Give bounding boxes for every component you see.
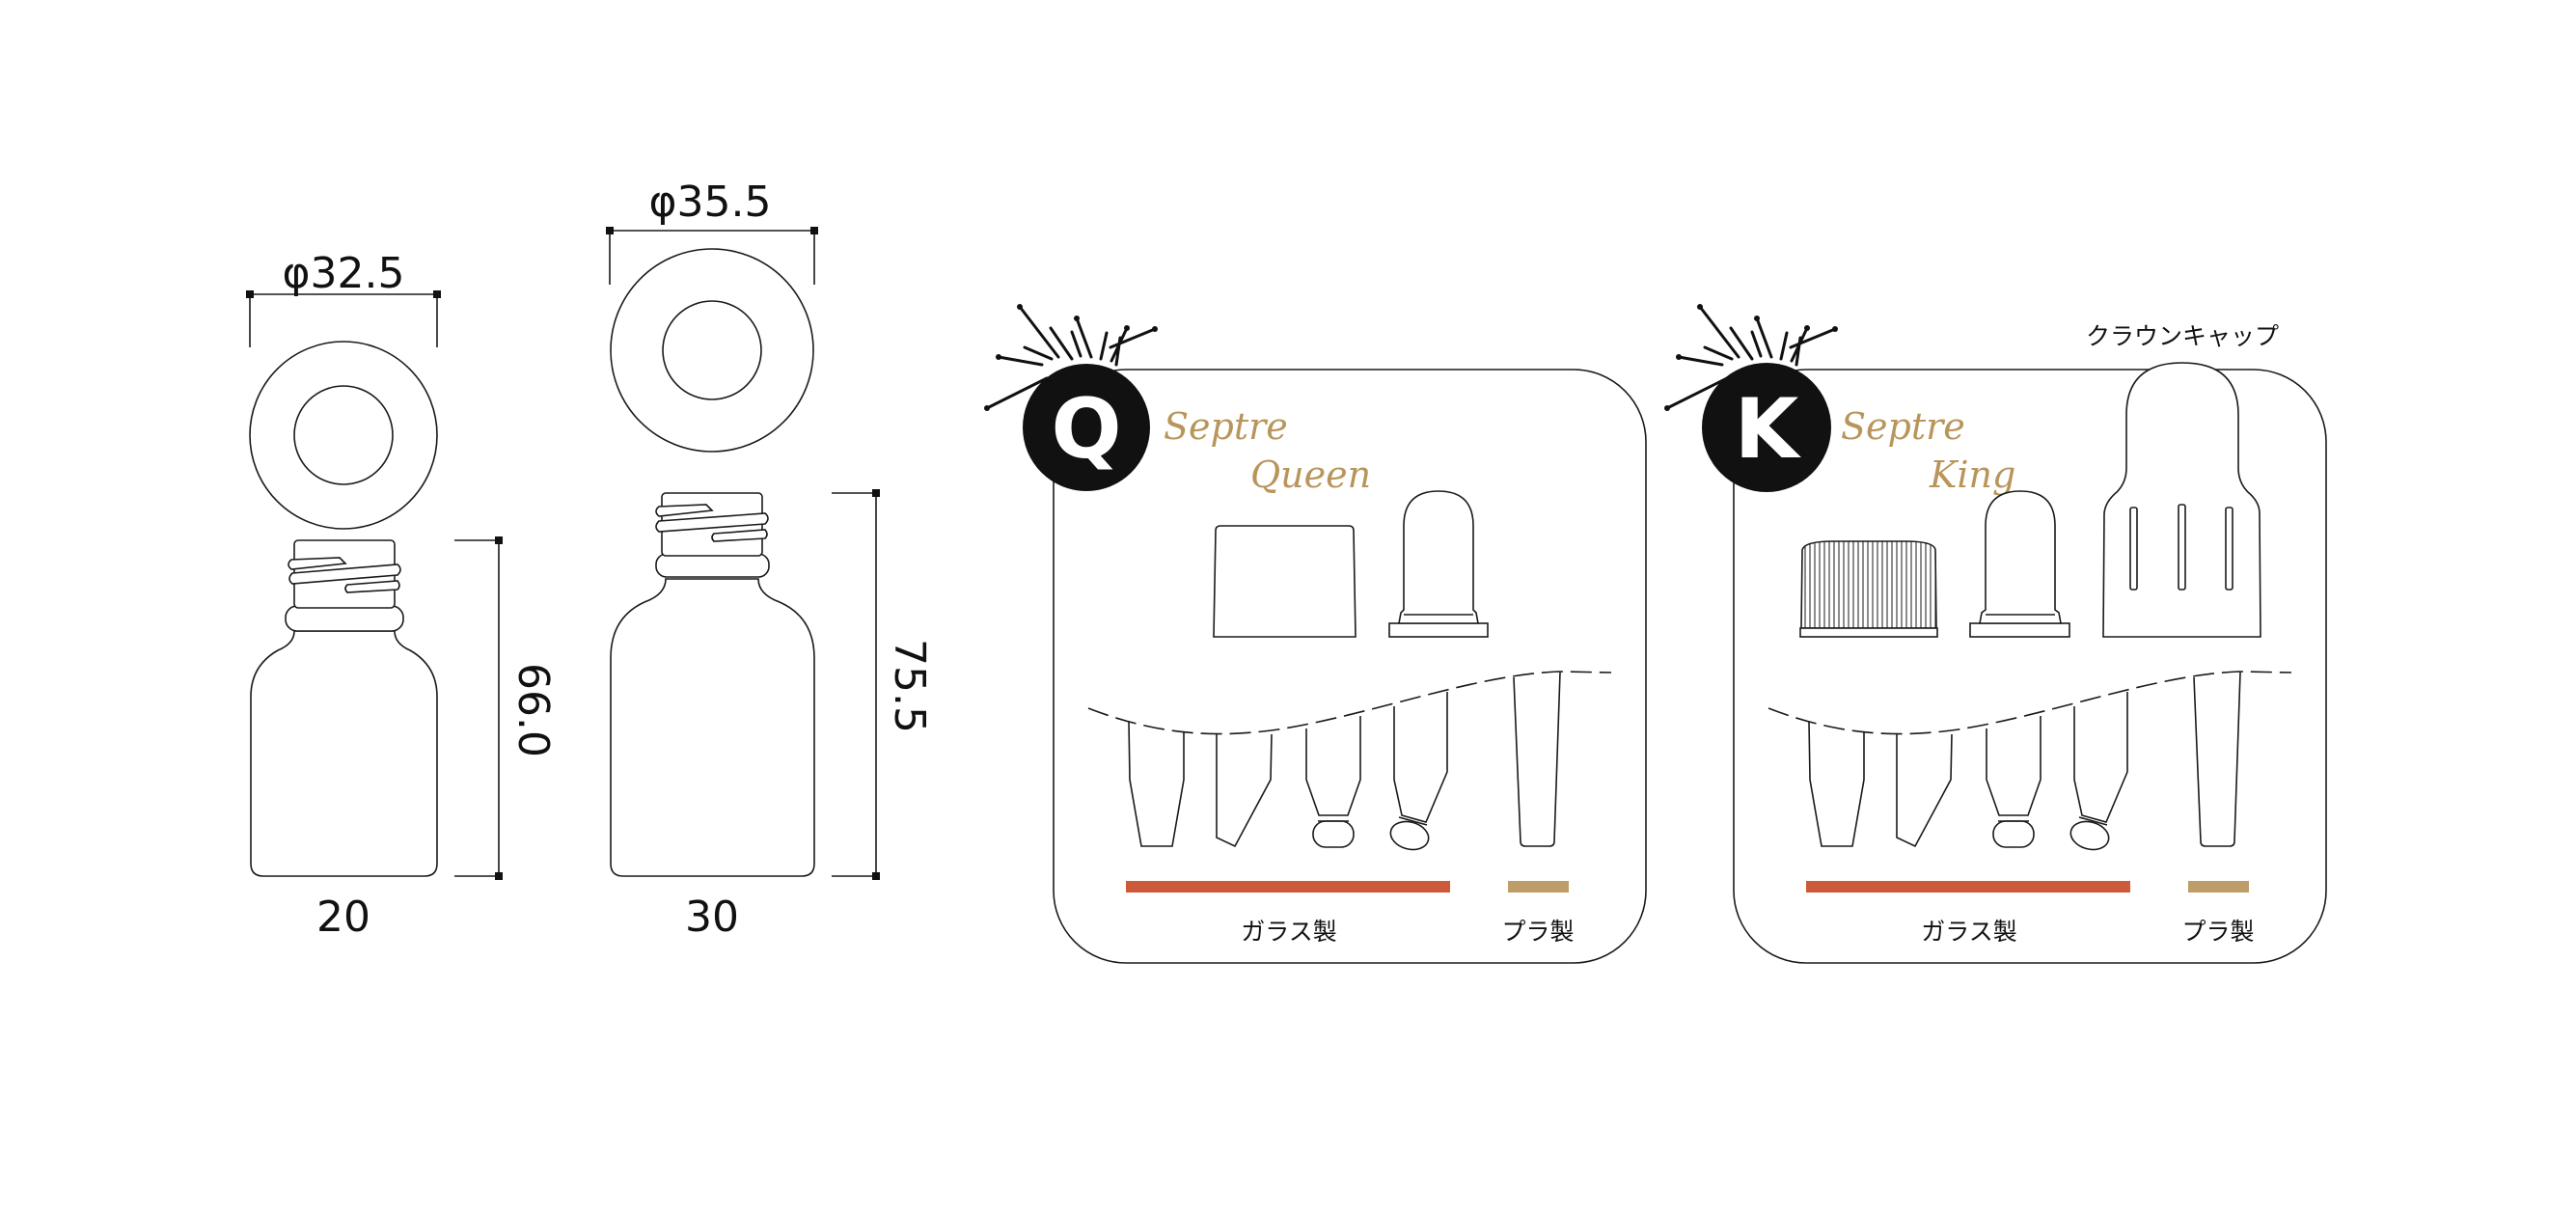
knurled-cap — [1799, 540, 1938, 638]
screw-cap — [1213, 525, 1357, 638]
height-label-30: 75.5 — [885, 639, 934, 733]
badge-circle — [1023, 364, 1150, 491]
capacity-label-20: 20 — [316, 893, 370, 942]
top-view-30 — [610, 248, 814, 453]
septre-queen-panel: Q Septre Queen ガラス製 プラ製 — [982, 302, 1647, 964]
crown-cap — [2102, 362, 2261, 638]
script-septre: Septre — [1164, 405, 1288, 448]
glass-label: ガラス製 — [1241, 918, 1337, 946]
badge-letter-q: Q — [1051, 381, 1121, 478]
pipette-tips — [1087, 671, 1612, 855]
height-dimension-30: 75.5 — [832, 489, 934, 880]
script-queen: Queen — [1250, 453, 1371, 496]
diameter-dimension-30: φ35.5 — [606, 178, 818, 285]
bottle-20-drawing: φ32.5 66.0 20 — [246, 249, 558, 942]
capacity-label-30: 30 — [685, 893, 739, 942]
glass-bar — [1126, 881, 1450, 893]
glass-label: ガラス製 — [1921, 918, 2017, 946]
plastic-bar — [1508, 881, 1569, 893]
dropper-bulb — [1388, 490, 1489, 638]
script-king: King — [1929, 453, 2015, 496]
pipette-tips — [1768, 671, 2292, 855]
crown-cap-label: クラウンキャップ — [2086, 322, 2279, 350]
diameter-dimension-20: φ32.5 — [246, 249, 441, 347]
script-septre: Septre — [1841, 405, 1965, 448]
badge-letter-k: K — [1735, 381, 1802, 478]
panel-frame — [1733, 369, 2327, 964]
side-view-30 — [610, 492, 815, 877]
panel-frame — [1053, 369, 1647, 964]
bottle-30-drawing: φ35.5 75.5 30 — [606, 178, 934, 942]
plastic-bar — [2188, 881, 2249, 893]
plastic-label: プラ製 — [1501, 918, 1574, 946]
badge-circle — [1702, 363, 1831, 492]
height-label-20: 66.0 — [508, 663, 558, 757]
plastic-label: プラ製 — [2181, 918, 2254, 946]
top-view-20 — [249, 341, 438, 530]
dropper-bulb — [1969, 490, 2070, 638]
height-dimension-20: 66.0 — [454, 536, 558, 880]
diameter-label-20: φ32.5 — [283, 249, 405, 298]
septre-king-panel: K Septre King クラウンキャップ ガラス製 プラ製 — [1662, 302, 2327, 964]
side-view-20 — [250, 539, 438, 877]
diameter-label-30: φ35.5 — [649, 178, 772, 227]
glass-bar — [1806, 881, 2130, 893]
